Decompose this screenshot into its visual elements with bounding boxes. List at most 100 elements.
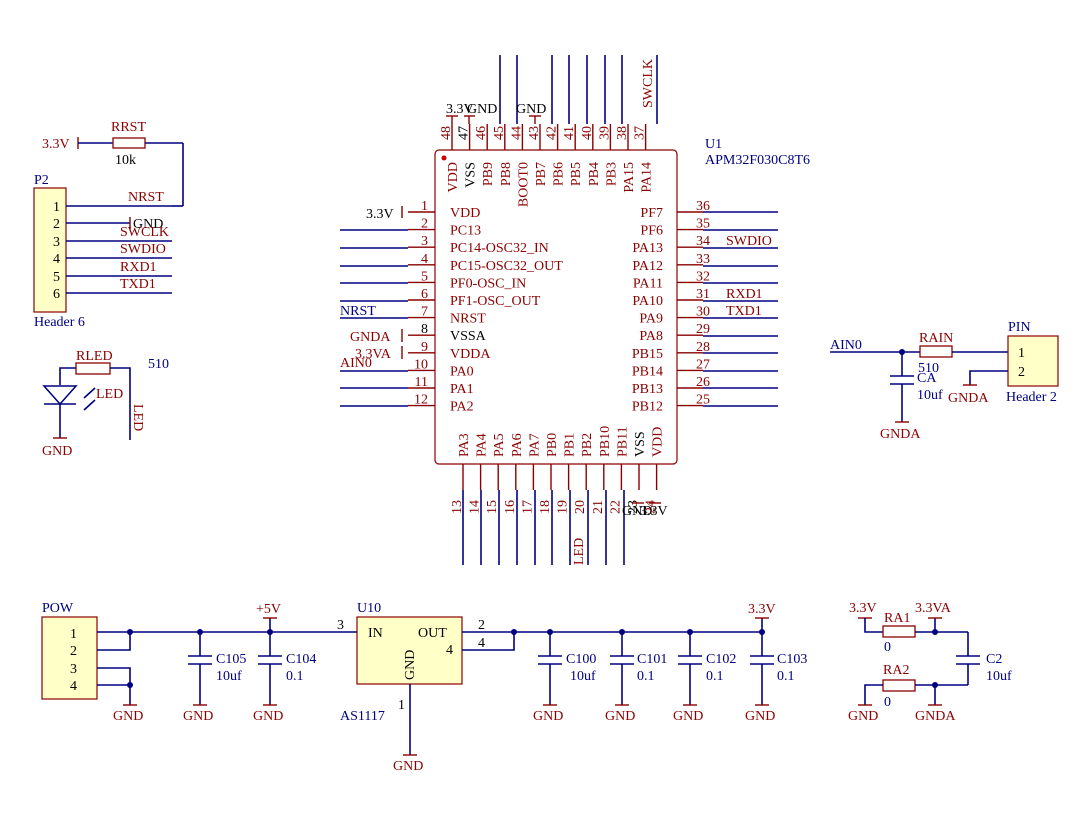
u1-pin-number: 12 xyxy=(414,393,428,408)
u1-pin-name: PB13 xyxy=(632,382,663,397)
u1-pin-name: PA0 xyxy=(450,364,474,379)
u10-gnd-label: GND xyxy=(393,759,423,774)
c2-value: 10uf xyxy=(986,669,1012,684)
u1-led-net-label: LED xyxy=(572,538,587,565)
ca-value: 10uf xyxy=(917,388,943,403)
p2-swdio-label: SWDIO xyxy=(120,242,166,257)
u10-pin-tab-num: 4 xyxy=(478,636,485,651)
u1-part: APM32F030C8T6 xyxy=(705,153,810,168)
u1-pin-number: 6 xyxy=(421,287,428,302)
u1-rxd1-net-label: RXD1 xyxy=(726,287,763,302)
u1-left-3v3-label: 3.3V xyxy=(366,207,394,222)
u1-pin-name: BOOT0 xyxy=(516,162,531,207)
pow-gnd-label: GND xyxy=(113,709,143,724)
rled-value: 510 xyxy=(148,357,169,372)
p2-nrst-label: NRST xyxy=(128,190,164,205)
u1-pin-name: PA1 xyxy=(450,382,474,397)
u1-pin-number: 3 xyxy=(421,234,428,249)
u1-pin-name: PB3 xyxy=(604,162,619,186)
u1-pin-number: 5 xyxy=(421,269,428,284)
ra2-designator: RA2 xyxy=(883,663,909,678)
u1-pin-number: 29 xyxy=(696,322,710,337)
u1-top-gnd-label: GND xyxy=(467,102,497,117)
u10-regulator: U10 IN OUT 4 GND 3 2 4 1 GND AS1117 xyxy=(337,601,762,774)
u1-pin-number: 47 xyxy=(457,126,472,140)
c103-value: 0.1 xyxy=(777,669,795,684)
p2-gnd-label: GND xyxy=(133,217,163,232)
ca-gnda-label: GNDA xyxy=(880,427,921,442)
u1-designator: U1 xyxy=(705,137,722,152)
u1-pin-number: 35 xyxy=(696,217,710,232)
c105-value: 10uf xyxy=(216,669,242,684)
u10-in-label: IN xyxy=(368,626,383,641)
u1-top-3v3-label: 3.3V xyxy=(446,102,474,117)
u1-txd1-net-label: TXD1 xyxy=(726,304,762,319)
u1-pin-name: PB8 xyxy=(499,162,514,186)
rled-led: RLED 510 LED LED GND xyxy=(42,349,169,459)
rain-body xyxy=(919,345,953,358)
u1-pin-number: 10 xyxy=(414,357,428,372)
p2-swclk-label: SWCLK xyxy=(120,225,169,240)
u1-pin-name: PB5 xyxy=(569,162,584,186)
u1-pin-name: VDD xyxy=(651,427,666,457)
analog-power: 3.3V RA1 0 3.3VA C2 10uf RA2 0 GND GNDA xyxy=(848,601,1012,724)
u1-pin-name: PA10 xyxy=(632,294,663,309)
u10-pin-gnd-num: 1 xyxy=(398,698,405,713)
u1-pin-name: PB0 xyxy=(545,433,560,457)
u1-pin-number: 13 xyxy=(450,500,465,514)
p2-pin-1: 1 xyxy=(53,200,60,215)
rrst-designator: RRST xyxy=(111,120,146,135)
u1-pin-name: PA4 xyxy=(475,433,490,457)
u1-pin-name: PA15 xyxy=(622,162,637,193)
ra2-gnd-label: GND xyxy=(848,709,878,724)
ra1-value: 0 xyxy=(884,640,891,655)
u1-pin-name: NRST xyxy=(450,312,486,327)
c105-designator: C105 xyxy=(216,652,246,667)
pin1-marker xyxy=(441,155,447,161)
u1-pin-number: 41 xyxy=(562,126,577,140)
u1-pin-name: PA8 xyxy=(639,329,663,344)
pow-pin-4: 4 xyxy=(70,679,77,694)
c100-designator: C100 xyxy=(566,652,596,667)
u1-pin-name: PC13 xyxy=(450,224,481,239)
u1-pin-number: 4 xyxy=(421,252,428,267)
rrst-3v3-label: 3.3V xyxy=(42,137,70,152)
u1-pin-number: 21 xyxy=(591,500,606,514)
p2-body xyxy=(33,187,67,313)
c101-value: 0.1 xyxy=(637,669,655,684)
rrst-body xyxy=(112,137,146,149)
u1-pin-name: PB14 xyxy=(632,364,663,379)
u1-pin-name: PB11 xyxy=(615,426,630,457)
u1-pin-name: PA14 xyxy=(640,162,655,193)
p2-pin-2: 2 xyxy=(53,217,60,232)
u1-pin-number: 26 xyxy=(696,375,710,390)
ra2-value: 0 xyxy=(884,695,891,710)
u1-pin-number: 30 xyxy=(696,305,710,320)
u10-pin-out-num: 2 xyxy=(478,618,485,633)
u1-pin-number: 14 xyxy=(468,500,483,514)
u1-pin-name: PF7 xyxy=(640,206,663,221)
u1-pin-number: 16 xyxy=(503,500,518,514)
u1-pin-number: 20 xyxy=(573,500,588,514)
u1-pin-number: 37 xyxy=(633,126,648,140)
u1-pin-number: 11 xyxy=(415,375,428,390)
u1-pin-number: 46 xyxy=(474,126,489,140)
rled-body xyxy=(75,362,111,375)
u1-pin-name: PC14-OSC32_IN xyxy=(450,241,549,256)
u1-pin-name: PB2 xyxy=(580,433,595,457)
u1-pin-name: VDD xyxy=(446,162,461,192)
u1-pin-number: 1 xyxy=(421,199,428,214)
u1-pin-name: PA7 xyxy=(527,433,542,457)
u1-pin-name: PB10 xyxy=(598,426,613,457)
u1-pin-name: PB9 xyxy=(481,162,496,186)
u1-pin-number: 39 xyxy=(597,126,612,140)
u1-3v3a-label: 3.3VA xyxy=(355,347,392,362)
u1-wires xyxy=(340,55,778,565)
u1-pin-number: 44 xyxy=(509,126,524,140)
u1-pin-number: 34 xyxy=(696,234,710,249)
rled-led-net-label: LED xyxy=(130,404,145,431)
u1-pin-number: 32 xyxy=(696,269,710,284)
u1-pin-number: 38 xyxy=(615,126,630,140)
u1-pin-number: 43 xyxy=(527,126,542,140)
p5v-label: +5V xyxy=(256,602,281,617)
